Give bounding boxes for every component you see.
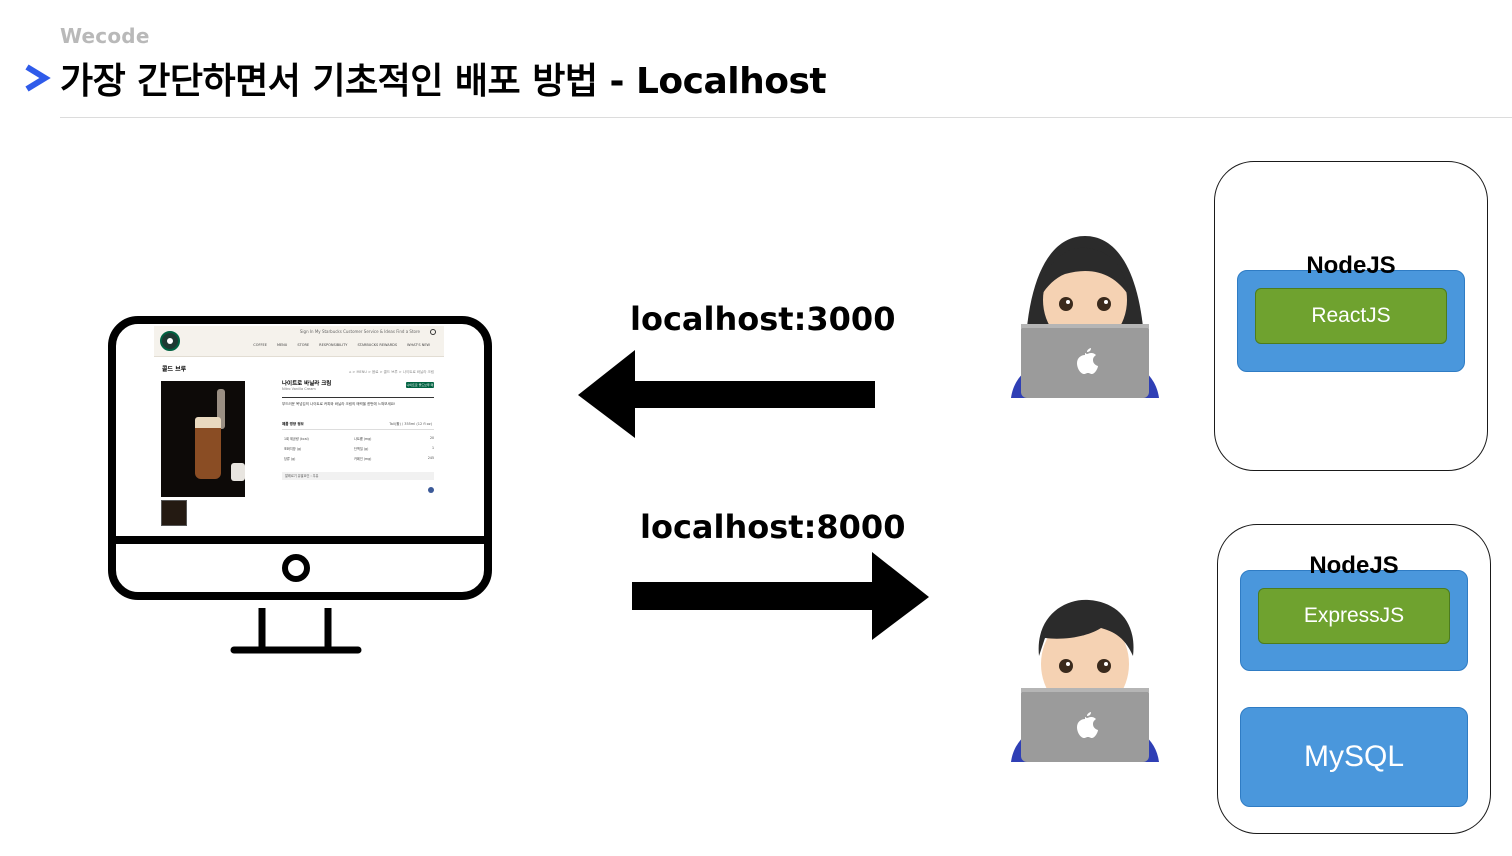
product-divider: [282, 397, 434, 398]
woman-technologist-icon: [1011, 236, 1159, 398]
title-divider: [60, 117, 1512, 118]
search-icon: [430, 329, 436, 335]
reactjs-box: ReactJS: [1255, 288, 1447, 344]
nodejs-label: NodeJS: [1309, 552, 1399, 579]
product-badge: 나이트로 콜드브루 매장: [406, 382, 434, 393]
backend-server-box: NodeJS ExpressJS MySQL: [1217, 524, 1491, 834]
product-name-en: Nitro Vanilla Cream: [282, 387, 316, 391]
nutrition-size: Tall(톨) / 355ml (12 fl oz): [389, 422, 432, 426]
site-nav-item: RESPONSIBILITY: [319, 343, 348, 347]
arrow-left-icon: [578, 350, 875, 438]
site-page-title: 콜드 브루: [162, 366, 187, 373]
site-nav: COFFEE MENU STORE RESPONSIBILITY STARBUC…: [253, 343, 430, 347]
site-breadcrumb: ⌂ > MENU > 음료 > 콜드 브루 > 나이트로 바닐라 크림: [349, 370, 434, 374]
mysql-box: MySQL: [1240, 707, 1468, 807]
product-description: 부드러운 목넘김의 나이트로 커피와 바닐라 크림의 매력을 한번에 느껴보세요…: [282, 402, 396, 406]
nutrition-row: 당류 (g) 카페인 (mg) 245: [284, 456, 434, 461]
nutrition-label: 당류 (g): [284, 457, 296, 461]
nutrition-value: 245: [427, 456, 434, 460]
arrow-right-icon: [632, 552, 929, 640]
page-title: 가장 간단하면서 기초적인 배포 방법 - Localhost: [60, 61, 827, 102]
brand-label: Wecode: [60, 24, 150, 48]
product-photo: [161, 381, 245, 497]
site-nav-item: COFFEE: [253, 343, 267, 347]
nutrition-label: 단백질 (g): [354, 447, 369, 451]
site-nav-item: MENU: [276, 343, 288, 347]
nutrition-label: 카페인 (mg): [354, 457, 372, 461]
expressjs-box: ExpressJS: [1258, 588, 1450, 644]
site-nav-item: STORE: [297, 343, 310, 347]
tap-handle: [217, 389, 225, 429]
glass-image: [195, 417, 221, 479]
nutrition-row: 1회 제공량 (kcal) 나트륨 (mg) 20: [284, 436, 434, 441]
product-name: 나이트로 바닐라 크림: [282, 381, 332, 387]
allergy-info: 알레르기 유발요인 : 우유: [282, 472, 434, 480]
nutrition-value: 20: [429, 436, 434, 440]
nodejs-label: NodeJS: [1306, 252, 1396, 279]
website-screenshot: Sign In My Starbucks Customer Service & …: [154, 326, 444, 532]
man-technologist-icon: [1011, 599, 1159, 762]
frontend-server-box: NodeJS ReactJS: [1214, 161, 1488, 471]
site-header: Sign In My Starbucks Customer Service & …: [154, 326, 444, 357]
page-title-row: 가장 간단하면서 기초적인 배포 방법 - Localhost: [20, 52, 827, 104]
jug-image: [231, 463, 245, 481]
arrow-label-8000: localhost:8000: [640, 508, 906, 546]
chevron-right-icon: [25, 64, 51, 92]
nutrition-label: 나트륨 (mg): [354, 437, 372, 441]
nutrition-title: 제품 영양 정보: [282, 422, 304, 426]
facebook-icon: [428, 487, 434, 493]
nutrition-label: 1회 제공량 (kcal): [284, 437, 309, 441]
arrow-label-3000: localhost:3000: [630, 300, 896, 338]
nutrition-label: 포화지방 (g): [284, 447, 302, 451]
site-nav-item: STARBUCKS REWARDS: [357, 343, 398, 347]
site-nav-item: WHAT'S NEW: [407, 343, 430, 347]
nutrition-divider: [282, 429, 434, 430]
nutrition-value: 1: [431, 446, 434, 450]
product-thumbnail: [161, 500, 187, 526]
starbucks-logo-icon: [160, 331, 180, 351]
nutrition-row: 포화지방 (g) 단백질 (g) 1: [284, 446, 434, 451]
site-util-links: Sign In My Starbucks Customer Service & …: [299, 329, 420, 334]
